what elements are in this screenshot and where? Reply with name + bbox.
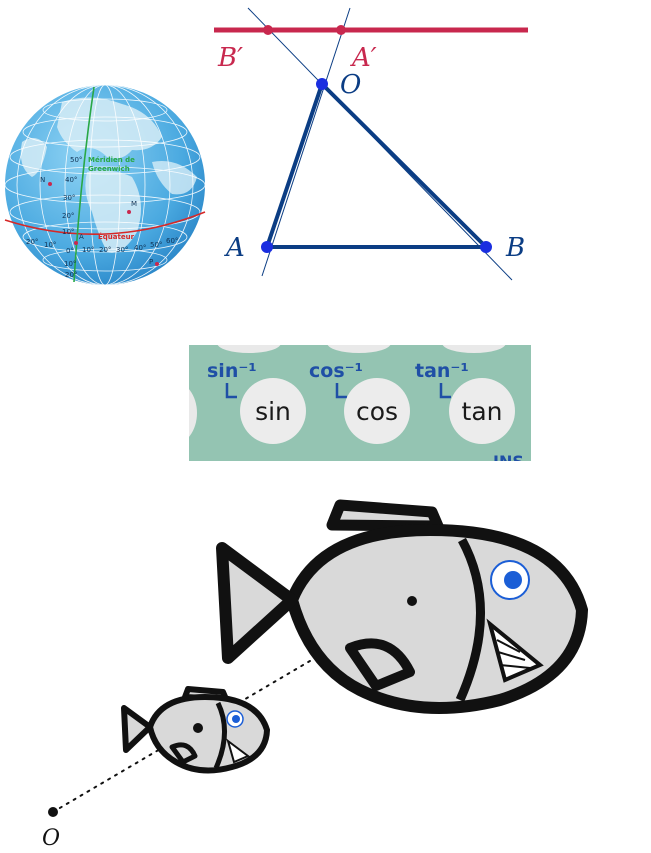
key-label-arccos: cos⁻¹ [309, 360, 363, 382]
tan-key[interactable] [449, 378, 515, 444]
lat-label: 30° [63, 194, 75, 202]
lon-label: 60° [166, 237, 178, 245]
bracket-tan [439, 383, 451, 399]
point-n-marker [48, 182, 52, 186]
lon-label: 30° [116, 246, 128, 254]
partial-key-top [442, 345, 506, 353]
partial-key-left [189, 389, 197, 437]
longitude-labels: 20° 10° 10° 20° 30° 40° 50° 60° [26, 237, 178, 254]
meridian-label-1: Méridien de [88, 156, 135, 164]
origin-label: O [42, 826, 60, 851]
fish-enlargement-figure: O [0, 490, 651, 853]
lon-label: 20° [26, 238, 38, 246]
bracket-sin [225, 383, 237, 399]
label-o: O [340, 70, 361, 100]
large-fish-gill [455, 537, 485, 702]
large-fish-body [285, 523, 589, 714]
point-p-label: P [149, 258, 153, 266]
large-fish-pupil [504, 571, 522, 589]
small-fish-gill [213, 701, 228, 770]
partial-key-top [217, 345, 281, 353]
lat-label: 20° [62, 212, 74, 220]
key-label-arcsin: sin⁻¹ [207, 360, 257, 382]
cos-key-label: cos [356, 397, 398, 426]
lon-label: 20° [99, 246, 111, 254]
small-fish-teeth [226, 738, 250, 764]
meridian-label-2: Greenwich [88, 165, 130, 173]
triangle-oab [265, 82, 488, 249]
key-label-arctan: tan⁻¹ [415, 360, 469, 382]
geometry-svg: B′ A′ O A B [214, 7, 528, 281]
large-fish-tail [216, 542, 298, 664]
homothety-figure: B′ A′ O A B [210, 4, 540, 284]
label-a: A [224, 233, 245, 263]
lon-label: 40° [134, 244, 146, 252]
lat-label: 0° [66, 247, 74, 255]
point-a-marker [74, 241, 78, 245]
small-fish-body [146, 693, 271, 774]
lat-label: 50° [70, 156, 82, 164]
equator-label: Équateur [98, 232, 135, 241]
partial-key-top [327, 345, 391, 353]
bracket-cos [335, 383, 347, 399]
point-a-label: A [79, 233, 84, 241]
latitude-labels: 50° 40° 30° 20° 10° 0° 10° 20° [62, 156, 82, 279]
origin-point [48, 807, 58, 817]
lat-label: 20° [65, 271, 77, 279]
large-fish [216, 499, 589, 714]
tan-key-label: tan [462, 397, 503, 426]
lat-label: 10° [64, 260, 76, 268]
globe-landmasses [20, 97, 197, 253]
globe-grid [5, 85, 205, 285]
point-n-label: N [40, 176, 45, 184]
construction-line-a [261, 7, 351, 277]
label-a-prime: A′ [350, 43, 377, 73]
equator-line [4, 211, 206, 235]
lat-label: 10° [62, 228, 74, 236]
point-b-prime [263, 25, 273, 35]
point-o [316, 78, 328, 90]
globe-illustration: Méridien de Greenwich Équateur 50° 40° 3… [2, 82, 208, 288]
lon-label: 10° [44, 241, 56, 249]
small-fish-pupil [232, 715, 240, 723]
point-b [480, 241, 492, 253]
ins-key-label: INS [493, 452, 524, 461]
point-a-prime [336, 25, 346, 35]
lon-label: 50° [150, 241, 162, 249]
globe-svg: Méridien de Greenwich Équateur 50° 40° 3… [4, 85, 206, 285]
point-a [261, 241, 273, 253]
sin-key[interactable] [240, 378, 306, 444]
greenwich-meridian-line [73, 86, 95, 283]
label-b: B [505, 233, 525, 263]
point-p-marker [155, 262, 159, 266]
cos-key[interactable] [344, 378, 410, 444]
label-b-prime: B′ [217, 43, 243, 73]
point-m-label: M [131, 200, 137, 208]
keys-svg: sin⁻¹ cos⁻¹ tan⁻¹ sin cos tan INS [189, 345, 531, 461]
large-fish-dorsal-fin [326, 499, 444, 532]
sin-key-label: sin [255, 397, 291, 426]
small-fish-pectoral-fin [169, 742, 198, 765]
small-fish-tail [121, 705, 153, 753]
small-fish-center-point [193, 723, 203, 733]
fish-svg: O [42, 499, 589, 851]
large-fish-center-point [407, 596, 417, 606]
point-m-marker [127, 210, 131, 214]
lon-label: 10° [82, 246, 94, 254]
calculator-keys-photo: sin⁻¹ cos⁻¹ tan⁻¹ sin cos tan INS [189, 345, 531, 461]
lat-label: 40° [65, 176, 77, 184]
small-fish [121, 686, 271, 774]
large-fish-pectoral-fin [345, 638, 415, 691]
